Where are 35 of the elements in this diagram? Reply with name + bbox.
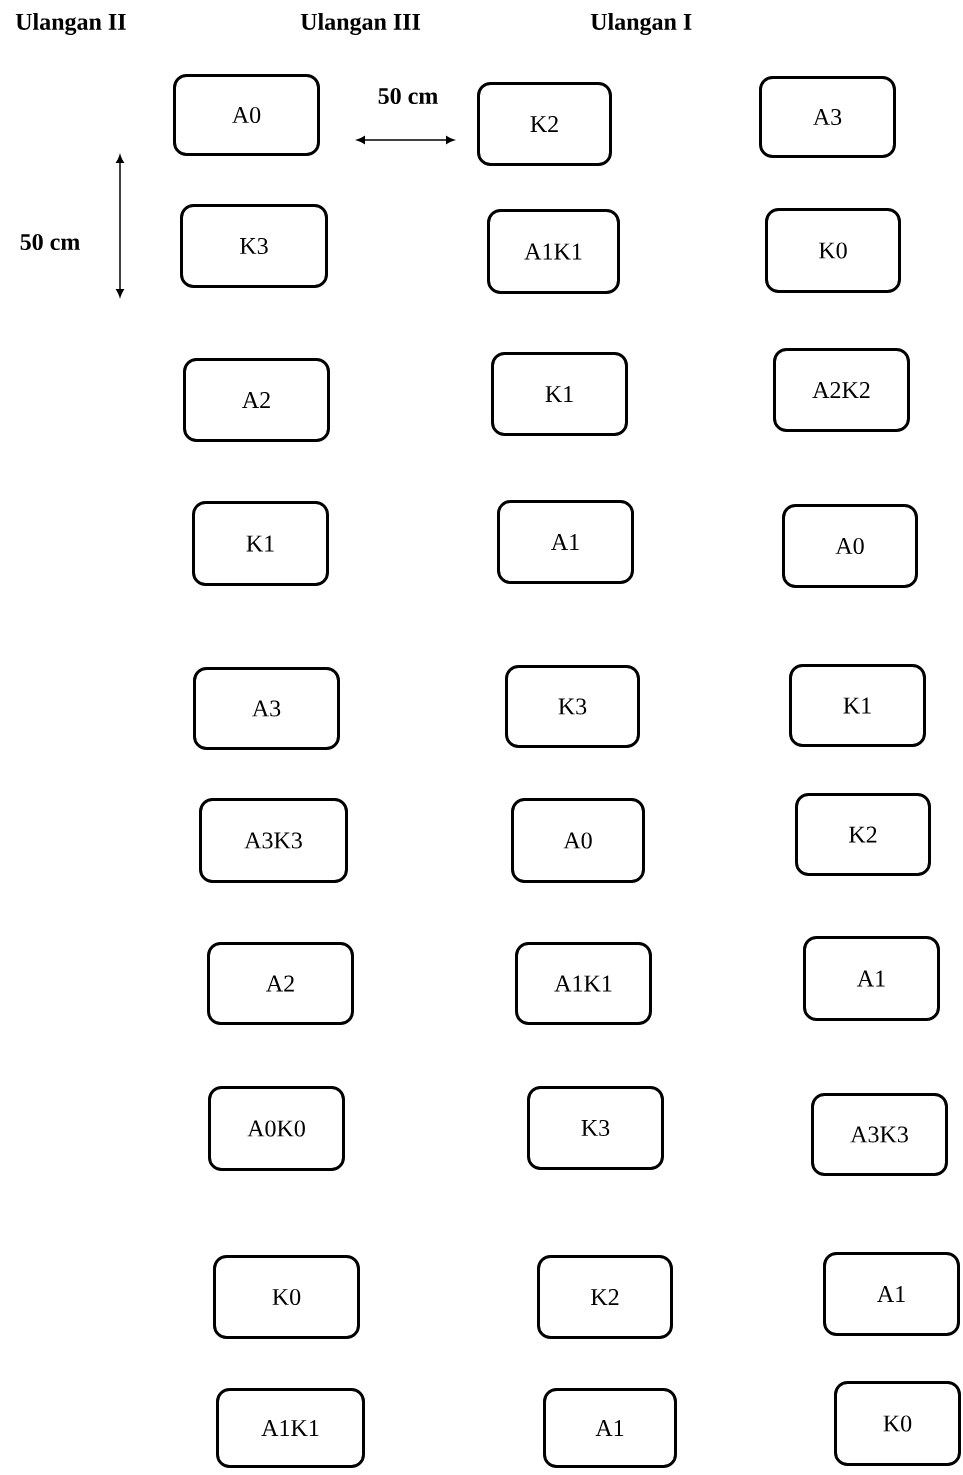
plot-box: A3K3 bbox=[199, 798, 348, 883]
plot-box: A0K0 bbox=[208, 1086, 345, 1171]
plot-box: A1 bbox=[497, 500, 634, 584]
plot-box: K3 bbox=[527, 1086, 664, 1170]
plot-box: A1K1 bbox=[515, 942, 652, 1025]
plot-box: K0 bbox=[765, 208, 901, 293]
plot-box: A1K1 bbox=[487, 209, 620, 294]
plot-box: K1 bbox=[491, 352, 628, 436]
plot-box: K1 bbox=[789, 664, 926, 747]
plot-box: A2K2 bbox=[773, 348, 910, 432]
plot-box: A1K1 bbox=[216, 1388, 365, 1468]
plot-box: A0 bbox=[782, 504, 918, 588]
plot-box: A2 bbox=[207, 942, 354, 1025]
plot-box: A2 bbox=[183, 358, 330, 442]
plot-box: K2 bbox=[795, 793, 931, 876]
plot-box: K2 bbox=[477, 82, 612, 166]
plot-box: A3 bbox=[759, 76, 896, 158]
plot-box: K0 bbox=[213, 1255, 360, 1339]
dimension-label: 50 cm bbox=[20, 233, 80, 251]
plot-box: K1 bbox=[192, 501, 329, 586]
column-heading: Ulangan III bbox=[300, 13, 421, 35]
plot-box: K2 bbox=[537, 1255, 673, 1339]
column-heading: Ulangan I bbox=[590, 13, 692, 35]
column-heading: Ulangan II bbox=[15, 13, 126, 35]
plot-box: K0 bbox=[834, 1381, 961, 1466]
plot-box: K3 bbox=[505, 665, 640, 748]
dimension-label: 50 cm bbox=[378, 87, 438, 105]
plot-box: A3 bbox=[193, 667, 340, 750]
plot-box: A1 bbox=[823, 1252, 960, 1336]
plot-box: A0 bbox=[511, 798, 645, 883]
plot-box: A1 bbox=[803, 936, 940, 1021]
plot-box: A3K3 bbox=[811, 1093, 948, 1176]
plot-box: A1 bbox=[543, 1388, 677, 1468]
plot-box: K3 bbox=[180, 204, 328, 288]
plot-box: A0 bbox=[173, 74, 320, 156]
